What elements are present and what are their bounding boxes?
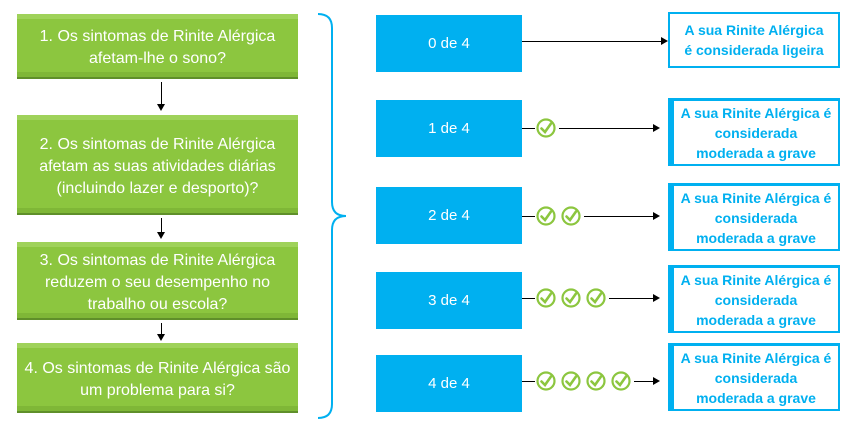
question-3-line-1: 3. Os sintomas de Rinite Alérgica xyxy=(39,251,276,269)
flow-arrow-3 xyxy=(161,323,162,335)
result-box-2: A sua Rinite Alérgica é considerada modera… xyxy=(668,183,840,251)
result-3-text: A sua Rinite Alérgica é considerada modera… xyxy=(681,270,832,330)
flow-arrow-1 xyxy=(161,82,162,105)
check-circle-icon xyxy=(561,371,581,391)
check-lead-line-2 xyxy=(522,216,535,217)
score-box-4: 4 de 4 xyxy=(376,355,522,412)
result-1-text: A sua Rinite Alérgica é considerada modera… xyxy=(681,103,832,163)
result-4-text: A sua Rinite Alérgica é considerada modera… xyxy=(681,348,832,408)
question-3-text: 3. Os sintomas de Rinite Alérgica reduzem… xyxy=(34,250,282,316)
result-arrow-0 xyxy=(522,41,661,42)
question-box-4: 4. Os sintomas de Rinite Alérgica são um … xyxy=(17,343,298,411)
result-3-line-2: considerada xyxy=(714,291,798,308)
result-arrow-4 xyxy=(634,381,653,382)
result-3-line-1: A sua Rinite Alérgica é xyxy=(680,271,832,288)
question-4-line-2: um problema para si? xyxy=(80,381,235,399)
check-lead-line-4 xyxy=(522,381,535,382)
result-2-text: A sua Rinite Alérgica é considerada modera… xyxy=(681,188,832,248)
result-box-4: A sua Rinite Alérgica é considerada modera… xyxy=(668,343,840,411)
result-box-0: A sua Rinite Alérgica é considerada ligei… xyxy=(668,12,840,68)
question-box-3: 3. Os sintomas de Rinite Alérgica reduzem… xyxy=(17,242,298,318)
flow-arrowhead-2 xyxy=(157,232,165,239)
result-arrowhead-3 xyxy=(653,294,660,302)
result-0-text: A sua Rinite Alérgica é considerada ligei… xyxy=(684,20,823,60)
score-label-1: 1 de 4 xyxy=(428,120,470,137)
score-box-2: 2 de 4 xyxy=(376,187,522,244)
check-circle-icon xyxy=(536,371,556,391)
question-1-line-2: afetam-lhe o sono? xyxy=(89,50,226,67)
score-label-0: 0 de 4 xyxy=(428,35,470,52)
result-arrow-2 xyxy=(584,216,653,217)
question-1-line-1: 1. Os sintomas de Rinite Alérgica xyxy=(39,28,276,45)
score-box-3: 3 de 4 xyxy=(376,272,522,329)
result-2-line-1: A sua Rinite Alérgica é xyxy=(680,189,832,206)
result-arrowhead-2 xyxy=(653,212,660,220)
result-3-line-3: moderada a grave xyxy=(696,311,816,328)
result-0-line-1: A sua Rinite Alérgica xyxy=(684,22,824,38)
result-4-line-1: A sua Rinite Alérgica é xyxy=(680,349,832,366)
grouping-brace xyxy=(317,13,347,419)
question-4-line-1: 4. Os sintomas de Rinite Alérgica são xyxy=(24,359,291,377)
check-lead-line-1 xyxy=(522,128,535,129)
result-arrowhead-1 xyxy=(653,124,660,132)
result-arrow-3 xyxy=(609,298,653,299)
result-2-line-3: moderada a grave xyxy=(696,229,816,246)
result-2-line-2: considerada xyxy=(714,209,798,226)
score-label-3: 3 de 4 xyxy=(428,292,470,309)
result-arrowhead-0 xyxy=(661,37,668,45)
question-box-2: 2. Os sintomas de Rinite Alérgica afetam … xyxy=(17,115,298,213)
check-lead-line-3 xyxy=(522,298,535,299)
question-box-1: 1. Os sintomas de Rinite Alérgica afetam-… xyxy=(17,14,298,77)
result-1-line-2: considerada xyxy=(714,124,798,141)
check-circle-icon xyxy=(586,288,606,308)
check-circle-icon xyxy=(536,118,556,138)
question-2-text: 2. Os sintomas de Rinite Alérgica afetam … xyxy=(33,134,282,200)
result-box-3: A sua Rinite Alérgica é considerada modera… xyxy=(668,265,840,333)
question-1-text: 1. Os sintomas de Rinite Alérgica afetam-… xyxy=(34,26,282,70)
question-3-line-2: reduzem o seu desempenho no xyxy=(44,273,271,291)
question-2-line-2: afetam as suas atividades diárias xyxy=(39,157,276,175)
result-4-line-2: considerada xyxy=(714,369,798,386)
result-1-line-1: A sua Rinite Alérgica é xyxy=(680,104,832,121)
check-circle-icon xyxy=(561,288,581,308)
check-circle-icon xyxy=(536,206,556,226)
check-circle-icon xyxy=(536,288,556,308)
score-box-1: 1 de 4 xyxy=(376,100,522,157)
flow-arrowhead-3 xyxy=(157,334,165,341)
flow-arrow-2 xyxy=(161,218,162,233)
result-1-line-3: moderada a grave xyxy=(696,144,816,161)
check-circle-icon xyxy=(586,371,606,391)
result-4-line-3: moderada a grave xyxy=(696,389,816,406)
question-4-text: 4. Os sintomas de Rinite Alérgica são um … xyxy=(19,358,297,402)
result-0-line-2: é considerada ligeira xyxy=(684,42,824,58)
question-2-line-1: 2. Os sintomas de Rinite Alérgica xyxy=(39,135,276,153)
score-label-2: 2 de 4 xyxy=(428,207,470,224)
score-box-0: 0 de 4 xyxy=(376,15,522,72)
question-2-line-3: (incluindo lazer e desporto)? xyxy=(56,179,259,197)
result-arrow-1 xyxy=(559,128,653,129)
result-arrowhead-4 xyxy=(653,377,660,385)
check-circle-icon xyxy=(611,371,631,391)
question-3-line-3: trabalho ou escola? xyxy=(87,295,228,313)
check-circle-icon xyxy=(561,206,581,226)
result-box-1: A sua Rinite Alérgica é considerada modera… xyxy=(668,98,840,166)
score-label-4: 4 de 4 xyxy=(428,375,470,392)
flow-arrowhead-1 xyxy=(157,104,165,111)
